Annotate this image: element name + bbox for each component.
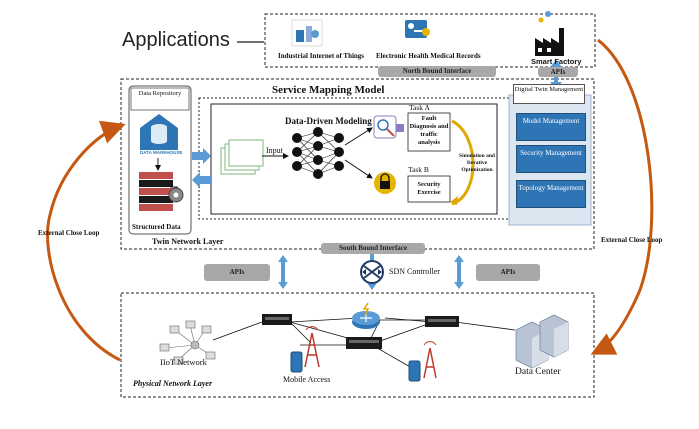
iiot-devices-icon [159, 320, 216, 365]
south-bound-interface: South Bound Interface [321, 243, 425, 254]
structured-data-icon [139, 172, 184, 211]
data-warehouse-icon [140, 114, 178, 150]
data-warehouse-label: DATA WAREHOUSE [140, 150, 183, 155]
iiot-application-icon [291, 19, 323, 47]
right-loop-label: External Close Loop [601, 236, 663, 244]
structured-data-label: Structured Data [132, 223, 181, 231]
network-switch-icon [425, 316, 459, 327]
app-label-health: Electronic Health Medical Records [376, 52, 481, 60]
applications-title: Applications [122, 29, 230, 51]
data-center-label: Data Center [515, 367, 561, 377]
app-label-iiot: Industrial Internet of Things [278, 52, 365, 60]
apis-left: APIs [204, 264, 270, 281]
twin-layer-label: Twin Network Layer [152, 237, 224, 246]
cell-tower-icon [304, 326, 320, 368]
security-management: Security Management [516, 145, 586, 173]
security-lock-icon [374, 172, 396, 194]
network-switch-icon [262, 314, 292, 325]
physical-layer-label: Physical Network Layer [133, 379, 213, 388]
task-b-label: Task B [408, 165, 429, 174]
data-repository-box [128, 85, 192, 235]
mobile-phone-icon [290, 351, 303, 373]
twin-layer-box [120, 78, 595, 250]
service-model-title: Service Mapping Model [272, 84, 385, 96]
task-a-desc: Fault Diagnosis and traffic analysis [409, 115, 449, 146]
apis-right: APIs [476, 264, 540, 281]
data-center-icon [515, 314, 569, 369]
cell-tower-icon [423, 341, 437, 379]
data-driven-label: Data-Driven Modeling [285, 116, 372, 126]
sdn-controller-icon [360, 260, 384, 284]
input-label: Input [266, 146, 283, 155]
data-repository-label: Data Repository [138, 90, 182, 97]
app-label-factory: Smart Factory [531, 57, 582, 66]
model-management: Model Management [516, 113, 586, 141]
router-icon [352, 302, 380, 329]
iiot-network-label: IIoT Network [160, 357, 207, 367]
fault-diagnosis-icon [373, 115, 404, 139]
north-bound-interface: North Bound Interface [378, 66, 496, 77]
apis-top: APIs [538, 67, 578, 77]
left-close-loop [46, 120, 126, 362]
smart-factory-icon [535, 11, 564, 56]
simulation-label: Simulation and Iterative Optimization [459, 153, 495, 173]
mobile-phone-icon [408, 360, 421, 382]
left-loop-label: External Close Loop [38, 229, 100, 237]
network-switch-icon [346, 337, 382, 349]
task-b-desc: Security Exercise [417, 181, 441, 196]
dtm-title: Digital Twin Management [513, 84, 585, 104]
sdn-controller-label: SDN Controller [389, 267, 440, 276]
task-a-label: Task A [409, 103, 430, 112]
right-close-loop [590, 38, 654, 355]
mobile-access-label: Mobile Access [283, 375, 331, 384]
health-records-icon [405, 20, 430, 38]
neural-network-icon [296, 131, 340, 175]
topology-management: Topology Management [516, 180, 586, 208]
